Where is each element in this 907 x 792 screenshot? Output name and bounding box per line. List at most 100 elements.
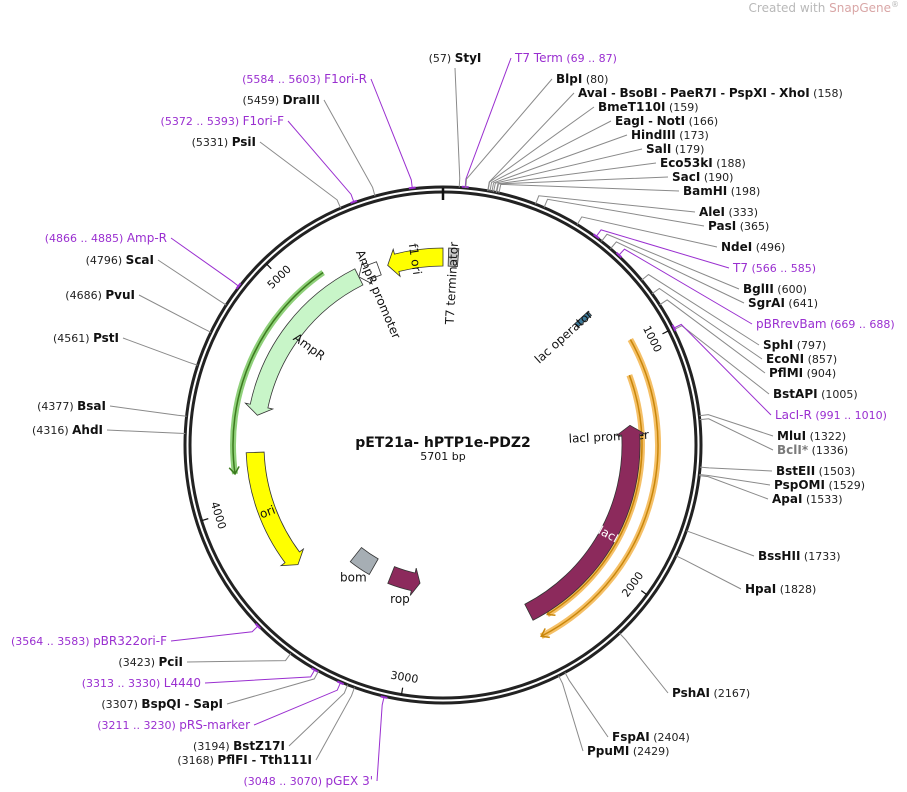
site-labels: (57) StyI T7 Term (69 .. 87) BlpI (80)AvaI… [11, 51, 895, 788]
primer-mark-laci_r [671, 324, 677, 332]
site-name: BmeT110I [598, 100, 666, 114]
site-label-econi[interactable]: EcoNI (857) [766, 352, 837, 366]
site-label-sali[interactable]: SalI (179) [646, 142, 704, 156]
plasmid-name: pET21a- hPTP1e-PDZ2 [355, 435, 531, 451]
site-label-pshai[interactable]: PshAI (2167) [672, 686, 750, 700]
feature-t7-terminator[interactable] [447, 247, 460, 268]
site-name: SgrAI [748, 296, 785, 310]
site-label-bsshii[interactable]: BssHII (1733) [758, 549, 840, 563]
site-name: pRS-marker [179, 718, 250, 732]
site-name: PflFI [217, 753, 247, 767]
site-label-f1orif[interactable]: (5372 .. 5393) F1ori-F [161, 114, 285, 128]
site-name-separator: - [767, 87, 779, 100]
leader-line-ampr [170, 237, 240, 288]
site-position: (904) [807, 367, 837, 380]
site-name-separator: - [644, 115, 656, 128]
site-label-sphi[interactable]: SphI (797) [763, 338, 826, 352]
site-position: (600) [777, 283, 807, 296]
site-label-l4440[interactable]: (3313 .. 3330) L4440 [82, 676, 201, 690]
site-label-bstz17i[interactable]: (3194) BstZ17I [193, 739, 285, 753]
site-label-laci_r[interactable]: LacI-R (991 .. 1010) [775, 408, 887, 422]
site-name: PpuMI [587, 744, 629, 758]
site-position: (1005) [821, 388, 858, 401]
site-label-t7[interactable]: T7 (566 .. 585) [732, 261, 816, 275]
site-label-alei[interactable]: AleI (333) [699, 205, 758, 219]
site-label-pflfi[interactable]: (3168) PflFI - Tth111I [177, 753, 312, 767]
site-label-prsmarker[interactable]: (3211 .. 3230) pRS-marker [97, 718, 250, 732]
site-position: (4796) [86, 254, 123, 267]
feature-ampr-promoter[interactable] [358, 260, 382, 285]
site-label-ndei[interactable]: NdeI (496) [721, 240, 785, 254]
site-label-eagi[interactable]: EagI - NotI (166) [615, 114, 718, 128]
site-label-bspqi[interactable]: (3307) BspQI - SapI [101, 697, 223, 711]
primer-mark-pgex3 [380, 695, 388, 699]
site-label-pasi[interactable]: PasI (365) [708, 219, 769, 233]
feature-label-ampr: AmpR [291, 331, 328, 363]
leader-line-mlui [699, 414, 774, 437]
site-label-hpai[interactable]: HpaI (1828) [745, 582, 816, 596]
site-label-pcii[interactable]: (3423) PciI [118, 655, 183, 669]
site-label-ppumi[interactable]: PpuMI (2429) [587, 744, 669, 758]
feature-ampr[interactable] [244, 268, 364, 416]
site-label-styi[interactable]: (57) StyI [429, 51, 482, 65]
site-label-pbrrevbam[interactable]: pBRrevBam (669 .. 688) [756, 317, 895, 331]
site-label-bamhi[interactable]: BamHI (198) [683, 184, 760, 198]
site-position: (641) [788, 297, 818, 310]
site-label-pgex3[interactable]: (3048 .. 3070) pGEX 3' [243, 774, 373, 788]
feature-ori[interactable] [245, 451, 305, 567]
site-label-apai[interactable]: ApaI (1533) [772, 492, 843, 506]
site-position: (3564 .. 3583) [11, 635, 90, 648]
site-label-psti[interactable]: (4561) PstI [53, 331, 119, 345]
site-name: NotI [657, 114, 686, 128]
site-label-f1orir[interactable]: (5584 .. 5603) F1ori-R [242, 72, 367, 86]
leader-line-bstz17i [288, 684, 349, 747]
site-label-mlui[interactable]: MluI (1322) [777, 429, 846, 443]
site-name: FspAI [612, 730, 650, 744]
site-label-bsai[interactable]: (4377) BsaI [37, 399, 106, 413]
site-label-ampr[interactable]: (4866 .. 4885) Amp-R [45, 231, 167, 245]
site-name: PasI [708, 219, 736, 233]
site-label-bsteii[interactable]: BstEII (1503) [776, 464, 855, 478]
site-label-pvui[interactable]: (4686) PvuI [65, 288, 135, 302]
site-label-psp0mi[interactable]: PspOMI (1529) [774, 478, 865, 492]
orf-track [540, 339, 659, 637]
feature-bom[interactable] [349, 546, 379, 576]
site-name: BglII [743, 282, 774, 296]
site-label-drai[interactable]: (5459) DraIII [243, 93, 320, 107]
site-label-bmet110i[interactable]: BmeT110I (159) [598, 100, 699, 114]
site-label-bglii[interactable]: BglII (600) [743, 282, 807, 296]
leader-line-bsshii [686, 530, 755, 557]
feature-rop[interactable] [387, 566, 421, 596]
site-label-eco53ki[interactable]: Eco53kI (188) [660, 156, 746, 170]
leader-line-bcli [699, 418, 774, 451]
ruler-tick [640, 590, 648, 596]
site-label-fspai[interactable]: FspAI (2404) [612, 730, 690, 744]
site-label-ahdi[interactable]: (4316) AhdI [32, 423, 103, 437]
site-label-hindiii[interactable]: HindIII (173) [631, 128, 709, 142]
leader-line-bmet110i [487, 106, 595, 192]
leader-line-hpai [675, 555, 742, 590]
leader-line-t7term [464, 57, 512, 188]
site-label-psii[interactable]: (5331) PsiI [192, 135, 256, 149]
site-name: BsaI [77, 399, 106, 413]
feature-f1-ori[interactable] [387, 247, 444, 278]
site-label-sgrai[interactable]: SgrAI (641) [748, 296, 818, 310]
site-label-saci[interactable]: SacI (190) [672, 170, 733, 184]
watermark-brand: SnapGene [829, 1, 891, 15]
site-label-t7term[interactable]: T7 Term (69 .. 87) [514, 51, 617, 65]
feature-label-ori: ori [258, 503, 278, 522]
site-label-aval[interactable]: AvaI - BsoBI - PaeR7I - PspXI - XhoI (15… [578, 86, 843, 100]
site-label-bstapi[interactable]: BstAPI (1005) [773, 387, 858, 401]
feature-lac-operator[interactable] [574, 310, 592, 328]
site-label-pbr322ori[interactable]: (3564 .. 3583) pBR322ori-F [11, 634, 167, 648]
site-name: BstEII [776, 464, 815, 478]
site-label-bcli[interactable]: BclI* (1336) [777, 443, 848, 457]
site-label-blpi[interactable]: BlpI (80) [556, 72, 608, 86]
site-name-separator: - [658, 87, 670, 100]
site-label-scai[interactable]: (4796) ScaI [86, 253, 154, 267]
feature-laci[interactable] [524, 424, 647, 621]
orf-track [546, 374, 643, 616]
site-label-pflmi[interactable]: PflMI (904) [769, 366, 836, 380]
watermark-prefix: Created with [748, 1, 830, 15]
ruler-tick [662, 330, 669, 335]
